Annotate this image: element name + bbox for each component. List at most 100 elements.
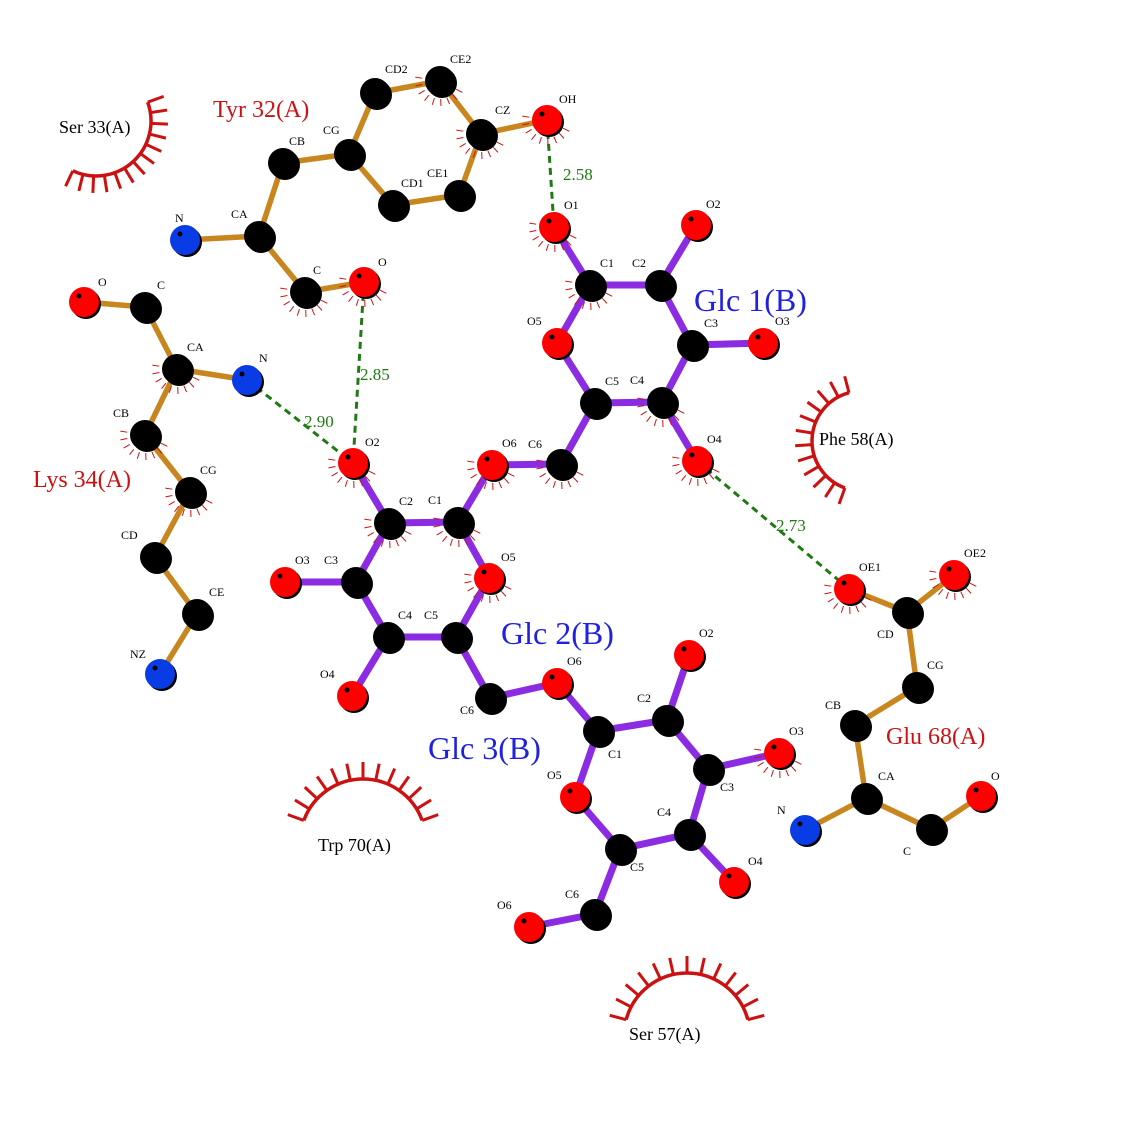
contact-spike [183,385,188,393]
atom-sphere [645,270,675,300]
contact-spike [120,438,128,441]
hydrophobic-spoke [747,1013,765,1022]
hydrophobic-contacts: Ser 33(A)Phe 58(A)Trp 70(A)Ser 57(A) [59,94,894,1045]
atom-label: NZ [130,647,146,661]
contact-spike [529,230,537,233]
atom-sphere [532,105,562,135]
atom-g1-c5 [580,388,612,420]
contact-spike [712,468,720,473]
hydrophobic-arc [72,101,153,178]
atom-label: C2 [632,256,646,270]
atom-sphere [681,210,711,240]
atom-highlight [946,566,952,572]
atom-g3-c3 [693,754,725,786]
atom-sphere [69,287,99,317]
atom-sphere [441,622,471,652]
hbond-line [696,459,850,591]
atom-label: C1 [608,747,622,761]
contact-spike [637,405,645,408]
contact-spike [129,448,135,455]
atom-label: CD [121,528,138,542]
atom-sphere [337,681,367,711]
contact-spike [156,447,163,454]
hydrophobic-spoke [668,957,675,975]
hydrophobic-spoke [734,983,750,997]
atom-g3-o3 [754,738,802,779]
atom-highlight [841,580,847,586]
contact-spike [483,481,487,489]
atom-highlight [546,218,552,224]
atom-label: C5 [424,608,438,622]
atom-sphere [349,267,379,297]
atom-tyr-ca [244,221,276,253]
atom-tyr-cd2 [360,78,392,110]
atom-sphere [170,225,200,255]
hydrophobic-spoke [145,142,162,153]
atom-sphere [539,212,569,242]
contact-spike [860,601,867,608]
contact-spike [373,536,379,543]
atom-label: C6 [528,437,542,451]
contact-spike [794,760,802,765]
contact-spike [455,88,463,93]
contact-spike [344,479,348,487]
contact-spike [155,377,162,383]
contact-spike [348,295,354,302]
contact-spike [675,469,682,475]
contact-spike [165,495,173,498]
contact-spike [364,526,372,529]
atom-sphere [719,867,749,897]
atom-label: CG [927,658,944,672]
atom-label: CG [323,123,340,137]
atom-highlight [539,111,545,117]
atom-lys-o [69,287,101,319]
atom-sphere [443,507,473,537]
atom-label: C6 [565,887,579,901]
atom-lys-cb [120,420,168,461]
hbond-distance: 2.90 [304,412,334,431]
contact-spike [672,464,680,467]
contact-spike [370,298,375,306]
atom-sphere [425,66,455,96]
contact-spike [415,84,423,87]
contact-spike [123,443,130,449]
atom-lys-cd [140,542,172,574]
atom-label: C1 [600,256,614,270]
contact-spike [136,451,140,459]
atom-tyr-oh [522,105,570,146]
contact-spike [201,504,208,511]
contact-spike [464,573,472,576]
hydrophobic-spoke [374,763,381,781]
atom-lys-nz [145,659,177,691]
contact-spike [525,128,532,134]
atom-g2-o4 [337,681,369,713]
atom-label: O4 [748,854,763,868]
atom-sphere [268,148,298,178]
atom-sphere [270,567,300,597]
contact-spike [532,235,539,241]
atom-label: O4 [320,667,335,681]
atom-highlight [797,821,803,827]
hydrophobic-spoke [421,813,439,822]
atom-sphere [232,365,262,395]
atom-highlight [521,918,527,924]
atom-sphere [575,270,605,300]
contact-spike [840,605,844,613]
contact-spike [703,477,708,485]
atom-label: O4 [707,432,722,446]
atom-sphere [182,599,212,629]
hydrophobic-spoke [799,414,817,424]
atom-sphere [560,782,590,812]
contact-spike [562,127,570,132]
hydrophobic-spoke [64,170,75,187]
hydrophobic-spoke [699,957,706,975]
contact-spike [165,487,173,490]
hbond-tyr-o-glc2-o2: 2.85 [351,281,390,464]
contact-spike [929,570,937,573]
atom-sphere [677,330,707,360]
contact-spike [404,530,412,535]
atom-label: N [777,803,786,817]
atom-g1-o1 [529,212,577,253]
contact-spike [601,297,608,304]
